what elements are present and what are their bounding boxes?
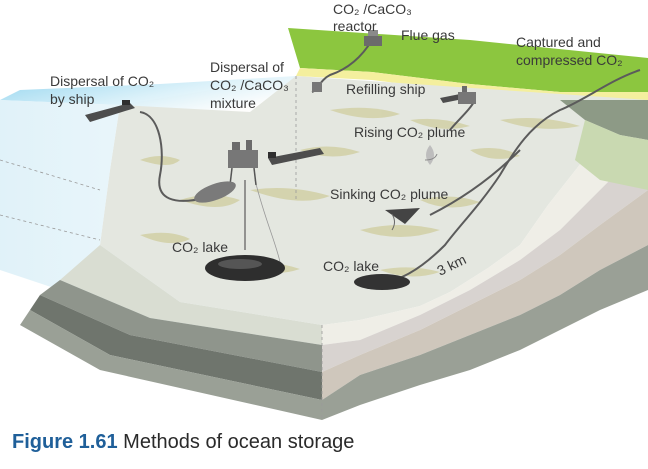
co2-lake-right <box>354 274 410 290</box>
platform-icon <box>312 82 322 92</box>
ship-icon <box>85 100 135 122</box>
label-sinking-plume: Sinking CO₂ plume <box>330 186 448 202</box>
label-captured-line1: Captured and <box>516 34 601 50</box>
figure-caption: Figure 1.61 Methods of ocean storage <box>12 431 354 454</box>
ship-cable <box>139 111 206 202</box>
label-reactor-line1: CO₂ /CaCO₃ <box>333 1 412 17</box>
label-co2-lake-left: CO₂ lake <box>172 239 228 255</box>
pipeline-sinking <box>429 149 521 216</box>
sea-surface <box>0 76 296 112</box>
label-dispersal-ship-line2: by ship <box>50 91 95 107</box>
front-strata <box>20 245 322 420</box>
reactor-icon <box>364 30 382 46</box>
pipeline-captured <box>384 69 641 283</box>
label-dispersal-ship-line1: Dispersal of CO₂ <box>50 73 154 89</box>
platform-icon <box>458 86 476 104</box>
label-dispersal-mix-line3: mixture <box>210 95 256 111</box>
dispersal-plume <box>194 181 236 203</box>
label-flue-gas: Flue gas <box>401 27 455 43</box>
label-dispersal-mix-line2: CO₂ /CaCO₃ <box>210 77 289 93</box>
figure-number: Figure 1.61 <box>12 431 118 453</box>
depth-guides <box>0 76 323 420</box>
label-co2-lake-right: CO₂ lake <box>323 258 379 274</box>
label-dispersal-mix-line1: Dispersal of <box>210 59 284 75</box>
ship-icon <box>268 148 324 165</box>
co2-lake-left <box>205 255 285 281</box>
side-strata <box>322 100 648 420</box>
label-rising-plume: Rising CO₂ plume <box>354 124 465 140</box>
sea-front-face <box>0 100 322 380</box>
sinking-plume <box>385 208 420 231</box>
figure-title: Methods of ocean storage <box>123 431 355 453</box>
label-refilling-ship: Refilling ship <box>346 81 426 97</box>
label-reactor-line2: reactor <box>333 18 377 34</box>
rising-plume <box>424 145 438 165</box>
label-captured-line2: compressed CO₂ <box>516 52 623 68</box>
